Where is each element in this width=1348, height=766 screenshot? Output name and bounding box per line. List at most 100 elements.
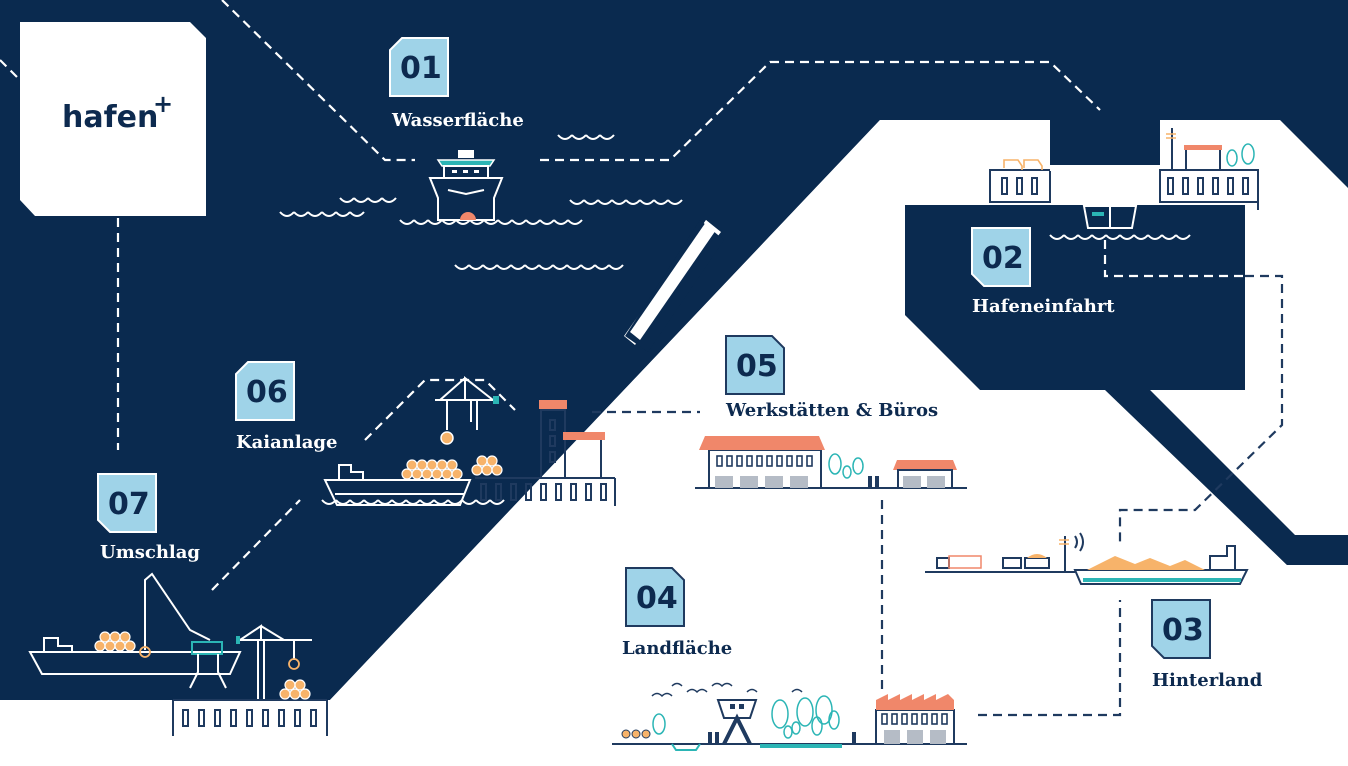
connector-06-crane — [364, 378, 516, 441]
quay-right-02 — [1159, 128, 1259, 210]
area-label: Werkstätten & Büros — [725, 400, 938, 421]
ship-icon — [323, 459, 472, 506]
ship-icon — [428, 150, 504, 221]
connector-07-06 — [211, 499, 301, 591]
waves — [279, 134, 1191, 505]
ship-icon — [1082, 181, 1138, 229]
wave-icon — [279, 211, 365, 217]
logo-text: hafen — [62, 100, 158, 135]
logo-box — [20, 22, 206, 216]
pipe-icon — [476, 455, 488, 467]
water-top-right — [1160, 0, 1348, 190]
wave-icon — [569, 199, 683, 205]
crane-icon — [435, 375, 499, 430]
person-icon — [708, 732, 712, 744]
badge-number: 07 — [108, 487, 150, 522]
area-label: Landfläche — [622, 638, 732, 659]
pipe-icon — [401, 468, 413, 480]
land-upper — [0, 120, 1348, 766]
tree-icon — [852, 457, 864, 475]
pipe-icon — [109, 631, 121, 643]
pipe-icon — [114, 640, 126, 652]
badge-shape — [625, 567, 685, 627]
crane-icon — [139, 572, 227, 689]
factory-icon — [875, 694, 955, 745]
tree-icon — [1226, 149, 1238, 167]
pipe-icon — [124, 640, 136, 652]
wave-icon — [399, 219, 583, 225]
badge-shape — [235, 361, 295, 421]
pipe-icon — [406, 459, 418, 471]
pipe-icon — [416, 459, 428, 471]
badge-number: 03 — [1162, 613, 1204, 648]
pipe-icon — [441, 468, 453, 480]
connector-02-03 — [1118, 274, 1284, 542]
quay-umschlag — [172, 679, 328, 736]
badge-shape — [725, 335, 785, 395]
water-main — [0, 0, 1348, 700]
logo-plus: + — [153, 90, 173, 118]
workshops — [695, 436, 967, 489]
connector-02-a — [1103, 240, 1245, 278]
wave-icon — [339, 197, 397, 203]
logo[interactable]: hafen + — [20, 22, 206, 216]
area-label: Wasserfläche — [391, 110, 524, 131]
water-basin — [905, 205, 1348, 565]
pipe-icon — [436, 459, 448, 471]
badge-number: 02 — [982, 241, 1024, 276]
person-icon — [875, 476, 879, 488]
water-basin-top — [1050, 120, 1160, 165]
area-label: Hafeneinfahrt — [972, 296, 1115, 317]
badge-number: 01 — [400, 51, 442, 86]
hinterland-transport — [925, 532, 1084, 573]
badge-number: 04 — [636, 581, 678, 616]
cargo-icon — [440, 431, 454, 445]
area-label: Umschlag — [100, 542, 200, 563]
wave-icon — [1049, 234, 1191, 240]
pipe-icon — [279, 688, 291, 700]
wave-icon — [454, 264, 624, 270]
pipe-icon — [299, 688, 311, 700]
pipe-icon — [426, 459, 438, 471]
pier-white-line — [630, 222, 716, 340]
connector-01-right — [540, 60, 1101, 162]
ship-icon — [28, 631, 242, 675]
landscape — [612, 682, 967, 751]
pipe-icon — [486, 455, 498, 467]
barge-icon — [1073, 545, 1249, 585]
pipe-icon — [451, 468, 463, 480]
pipe-icon — [94, 640, 106, 652]
badge-shape — [389, 37, 449, 97]
pipe-icon — [481, 464, 493, 476]
pipe-icon — [294, 679, 306, 691]
area-label: Hinterland — [1152, 670, 1263, 691]
wave-icon — [557, 134, 615, 140]
car-icon — [1003, 159, 1043, 170]
badge-number: 06 — [246, 375, 288, 410]
pipe-icon — [289, 688, 301, 700]
badge-shape — [971, 227, 1031, 287]
pipe-icon — [421, 468, 433, 480]
connector-04-03 — [978, 600, 1122, 717]
connector-left-top — [0, 59, 19, 79]
badge-shape — [97, 473, 157, 533]
connector-01-left — [221, 0, 415, 162]
connector-lines — [0, 0, 1284, 717]
pipe-icon — [104, 640, 116, 652]
tree-icon — [842, 465, 852, 479]
quay-left-02 — [989, 159, 1160, 203]
pipe-icon — [99, 631, 111, 643]
bird-icon — [651, 682, 803, 698]
pipe-icon — [411, 468, 423, 480]
tree-icon — [828, 453, 842, 475]
crane-icon — [236, 624, 312, 700]
quay-kai — [471, 400, 616, 506]
